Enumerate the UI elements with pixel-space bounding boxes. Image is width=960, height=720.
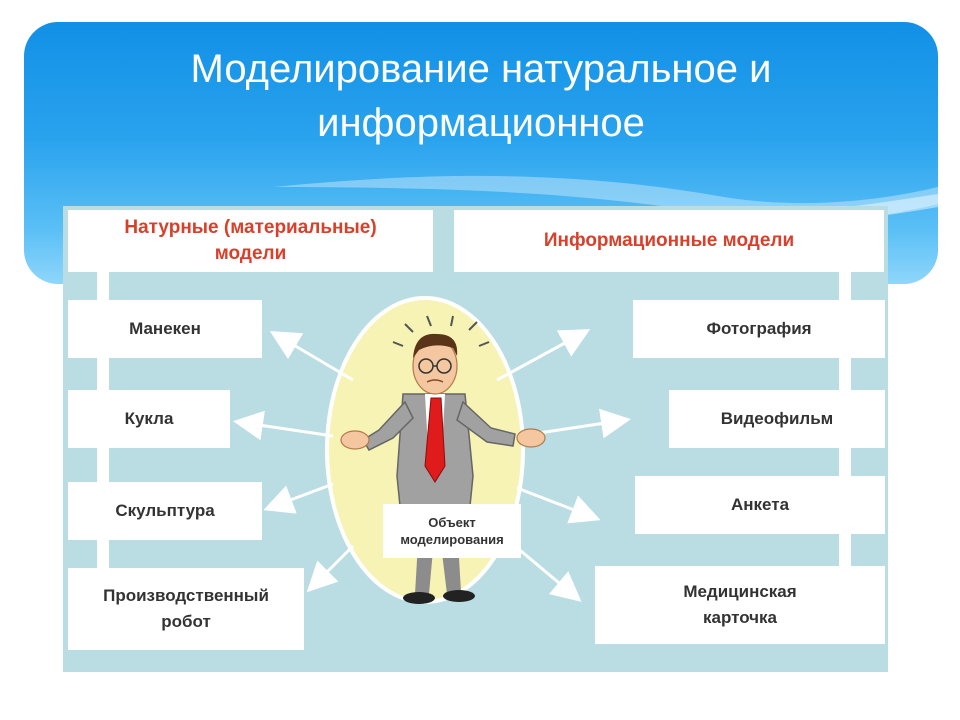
- item-fotografiya-label: Фотография: [706, 319, 812, 338]
- item-fotografiya: Фотография: [633, 300, 885, 358]
- slide-title-line-2: информационное: [317, 101, 645, 145]
- item-maneken-label: Манекен: [129, 319, 201, 338]
- models-diagram: Объект моделирования Натурные (материаль…: [63, 206, 888, 672]
- item-robot-line-1: Производственный: [103, 586, 269, 605]
- item-anketa-label: Анкета: [730, 495, 790, 514]
- arrow-to-anketa: [516, 486, 601, 524]
- slide-title-line-1: Моделирование натуральное и: [190, 47, 772, 91]
- arrow-to-maneken: [269, 330, 354, 382]
- item-kukla-label: Кукла: [124, 409, 174, 428]
- item-med-kartochka-line-2: карточка: [702, 608, 778, 627]
- item-med-kartochka-line-1: Медицинская: [683, 582, 797, 601]
- arrow-to-skulptura: [263, 482, 334, 514]
- object-label-line-1: Объект: [428, 515, 476, 530]
- item-skulptura: Скульптура: [68, 482, 262, 540]
- person-figure: [340, 315, 546, 604]
- header-natural-models: Натурные (материальные) модели: [68, 210, 433, 272]
- arrow-to-foto: [496, 329, 591, 382]
- surprise-lines: [392, 315, 490, 347]
- header-information-line-1: Информационные модели: [543, 230, 795, 251]
- arrow-to-robot: [306, 544, 355, 593]
- item-robot: Производственный робот: [68, 568, 304, 650]
- item-anketa: Анкета: [635, 476, 885, 534]
- item-videofilm-label: Видеофильм: [720, 409, 834, 428]
- item-maneken: Манекен: [68, 300, 262, 358]
- item-kukla: Кукла: [68, 390, 230, 448]
- item-skulptura-label: Скульптура: [115, 501, 215, 520]
- header-information-models: Информационные модели: [454, 210, 884, 272]
- header-natural-line-2: модели: [214, 243, 287, 264]
- item-videofilm: Видеофильм: [669, 390, 885, 448]
- item-med-kartochka: Медицинская карточка: [595, 566, 885, 644]
- item-robot-line-2: робот: [161, 612, 211, 631]
- arrow-to-kukla: [233, 410, 334, 441]
- object-label: Объект моделирования: [383, 504, 521, 558]
- red-tie: [424, 397, 446, 483]
- object-label-line-2: моделирования: [400, 532, 504, 547]
- header-natural-line-1: Натурные (материальные): [124, 217, 377, 238]
- slide-title: Моделирование натуральное и информационн…: [24, 42, 938, 150]
